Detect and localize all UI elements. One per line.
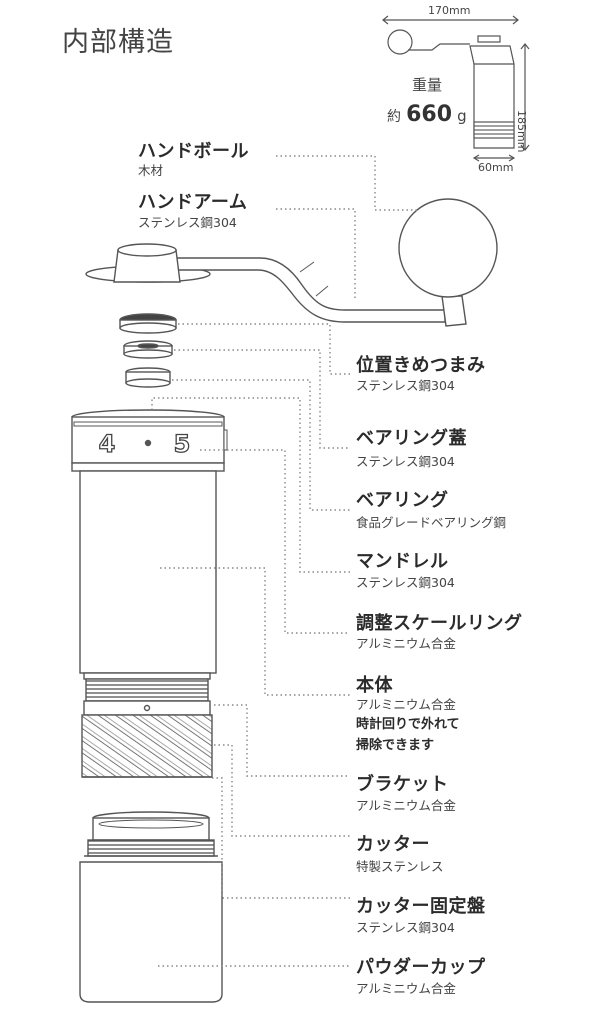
main-body-part	[79, 470, 217, 716]
label-hand-ball-name: ハンドボール	[138, 141, 249, 162]
bearing-cover-part	[123, 340, 173, 359]
weight-prefix: 約	[387, 109, 401, 125]
leader-scale-ring	[200, 449, 350, 634]
leader-lines	[151, 155, 420, 967]
leader-hand-arm	[276, 208, 356, 300]
label-hand-ball-material: 木材	[138, 163, 164, 178]
label-bearing-name: ベアリング	[356, 490, 449, 511]
leader-bracket	[214, 704, 350, 777]
scale-ring-part	[71, 409, 228, 472]
label-body-note-1: 時計回りで外れて	[356, 717, 460, 732]
width-arrow-left	[382, 15, 389, 25]
label-bracket-material: アルミニウム合金	[356, 798, 456, 813]
dial-number-left: 4	[99, 430, 116, 458]
weight-value: 660	[406, 102, 453, 127]
leader-positioning-knob	[178, 323, 350, 375]
height-arrow-top	[520, 43, 530, 50]
hand-ball	[398, 198, 498, 327]
base-arrow-right	[508, 154, 516, 162]
leader-cutter-plate	[212, 777, 350, 899]
label-hand-arm-material: ステンレス鋼304	[138, 215, 237, 230]
leader-cutter	[214, 744, 350, 837]
label-body-note-2: 掃除できます	[356, 738, 435, 753]
leader-hand-ball	[276, 155, 420, 211]
label-body-name: 本体	[356, 675, 393, 696]
label-bearing-cover-name: ベアリング蓋	[356, 428, 467, 449]
leader-bearing	[172, 379, 350, 511]
weight-readout: 約 660 g	[387, 102, 467, 127]
thumb-knurl	[473, 121, 515, 139]
label-positioning-knob-material: ステンレス鋼304	[356, 378, 455, 393]
thumb-top-knob	[477, 35, 501, 43]
powder-cup-part	[79, 811, 223, 1003]
label-powder-cup-material: アルミニウム合金	[356, 981, 456, 996]
width-dimension-label: 170mm	[428, 4, 471, 17]
bracket-part	[81, 714, 213, 778]
width-arrow-right	[512, 15, 519, 25]
label-bracket-name: ブラケット	[356, 774, 449, 795]
label-cutter-plate-name: カッター固定盤	[356, 896, 486, 917]
thumb-hand-arm	[408, 43, 470, 51]
label-mandrel-material: ステンレス鋼304	[356, 575, 455, 590]
hand-arm	[85, 243, 446, 323]
label-bearing-cover-material: ステンレス鋼304	[356, 454, 455, 469]
page-title: 内部構造	[62, 27, 174, 58]
height-arrow-bottom	[520, 144, 530, 151]
dimension-thumbnail	[382, 15, 530, 162]
base-dimension-label: 60mm	[478, 161, 514, 174]
label-body-material: アルミニウム合金	[356, 697, 456, 712]
label-bearing-material: 食品グレードベアリング鋼	[356, 515, 507, 530]
thumb-hand-ball	[387, 29, 413, 55]
label-powder-cup-name: パウダーカップ	[356, 957, 486, 978]
height-dimension-label: 185mm	[515, 110, 528, 153]
label-cutter-plate-material: ステンレス鋼304	[356, 920, 455, 935]
label-scale-ring-material: アルミニウム合金	[356, 636, 456, 651]
weight-unit: g	[457, 107, 467, 125]
dial-number-right: 5	[174, 430, 191, 458]
label-scale-ring-name: 調整スケールリング	[356, 613, 523, 634]
label-cutter-name: カッター	[356, 834, 430, 855]
label-mandrel-name: マンドレル	[356, 551, 449, 572]
base-arrow-left	[472, 154, 480, 162]
label-positioning-knob-name: 位置きめつまみ	[356, 355, 486, 376]
label-cutter-material: 特製ステンレス	[356, 859, 444, 874]
leader-bearing-cover	[174, 349, 350, 449]
label-hand-arm-name: ハンドアーム	[138, 192, 248, 213]
positioning-knob-part	[119, 313, 177, 334]
weight-label: 重量	[412, 76, 443, 94]
bearing-part	[125, 367, 171, 388]
leader-body	[160, 567, 350, 696]
